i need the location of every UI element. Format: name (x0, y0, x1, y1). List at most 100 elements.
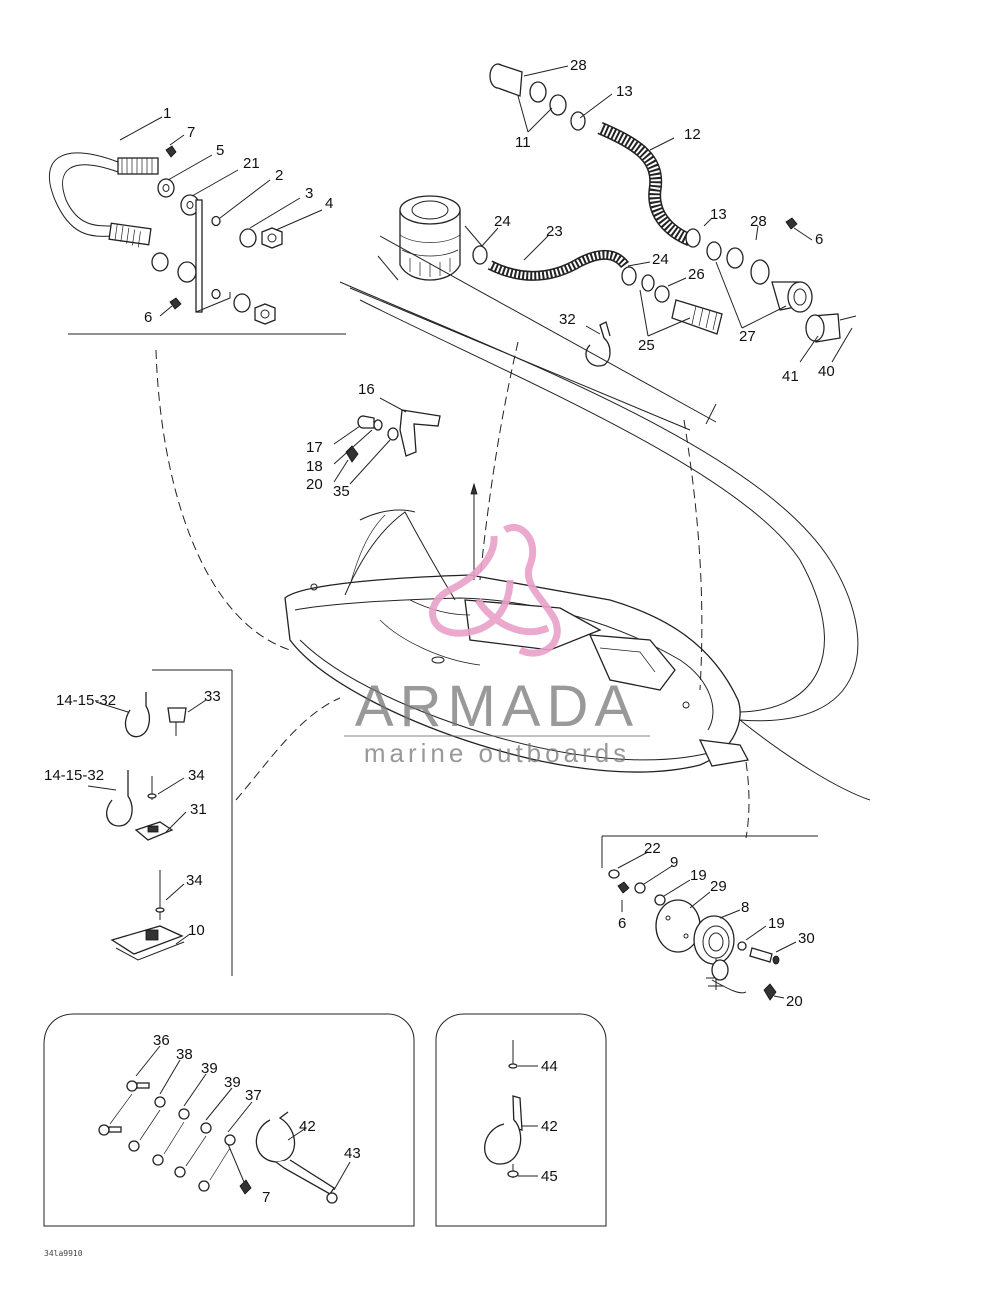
clamp-32 (585, 321, 611, 367)
callout-42: 42 (299, 1118, 316, 1135)
callout-39b: 39 (224, 1074, 241, 1091)
callout-39: 39 (201, 1060, 218, 1077)
clamp-13-top (570, 111, 586, 131)
callout-19b: 19 (768, 915, 785, 932)
callout-18: 18 (306, 458, 323, 475)
callout-labels: 1 7 5 21 2 3 4 6 28 13 11 12 13 28 6 24 … (44, 57, 835, 1258)
callout-6: 6 (144, 309, 152, 326)
clamps-and-ties-group (87, 669, 233, 976)
bilge-hose-assembly (49, 116, 346, 335)
callout-5: 5 (216, 142, 224, 159)
callout-23: 23 (546, 223, 563, 240)
callout-35: 35 (333, 483, 350, 500)
callout-44: 44 (541, 1058, 558, 1075)
callout-43: 43 (344, 1145, 361, 1162)
clamp-42-a (255, 1111, 296, 1163)
callout-34b: 34 (186, 872, 203, 889)
clip-7-b (239, 1179, 252, 1195)
inset-tie-clamp (435, 1013, 607, 1227)
callout-2: 2 (275, 167, 283, 184)
drain-plug-assembly (601, 835, 818, 1001)
watermark-tagline: marine outboards (364, 738, 630, 768)
clamp-24-left (472, 245, 488, 265)
inset-clamp-bolts (43, 1013, 415, 1227)
screw-18 (373, 419, 383, 431)
callout-16: 16 (358, 381, 375, 398)
callout-38: 38 (176, 1046, 193, 1063)
callout-25: 25 (638, 337, 655, 354)
callout-14-15-32: 14-15-32 (56, 692, 116, 709)
housing-8 (693, 915, 735, 965)
callout-10: 10 (188, 922, 205, 939)
callout-7b: 7 (262, 1189, 270, 1206)
callout-21: 21 (243, 155, 260, 172)
callout-37: 37 (245, 1087, 262, 1104)
nut-4 (261, 227, 283, 249)
callout-19: 19 (690, 867, 707, 884)
callout-20b: 20 (786, 993, 803, 1010)
clamp-24-right (621, 266, 637, 286)
hose-fitting-lower (108, 222, 152, 246)
clamp-13-right (706, 241, 722, 261)
callout-41: 41 (782, 368, 799, 385)
nut-43 (326, 1192, 338, 1204)
callout-32: 32 (559, 311, 576, 328)
callout-6c: 6 (618, 915, 626, 932)
washer-28-right (750, 259, 770, 285)
washer-28-top (529, 81, 547, 103)
callout-24b: 24 (652, 251, 669, 268)
clip-6 (169, 297, 182, 310)
clamp-42-b (484, 1119, 522, 1165)
callout-34: 34 (188, 767, 205, 784)
nut-6 (617, 881, 630, 894)
callout-24: 24 (494, 213, 511, 230)
callout-36: 36 (153, 1032, 170, 1049)
bracket-16 (399, 409, 441, 457)
washer-19-b (737, 941, 747, 951)
pump-and-drain-hose (349, 63, 857, 431)
washer-5 (157, 178, 175, 198)
clip-33 (167, 707, 187, 723)
callout-6b: 6 (815, 231, 823, 248)
nut-20-b (763, 983, 777, 1001)
callout-13: 13 (616, 83, 633, 100)
callout-33: 33 (204, 688, 221, 705)
washer-26 (654, 285, 670, 303)
drawing-code: 34la9910 (44, 1249, 83, 1258)
washer-19-a (654, 894, 666, 906)
callout-11: 11 (515, 134, 531, 151)
callout-20: 20 (306, 476, 323, 493)
callout-28b: 28 (750, 213, 767, 230)
callout-14-15-32b: 14-15-32 (44, 767, 104, 784)
washer-3 (239, 228, 257, 248)
callout-7: 7 (187, 124, 195, 141)
callout-8: 8 (741, 899, 749, 916)
callout-28: 28 (570, 57, 587, 74)
bilge-pump (399, 210, 461, 281)
watermark: ARMADA marine outboards (344, 524, 650, 768)
washer-9 (634, 882, 646, 894)
callout-9: 9 (670, 854, 678, 871)
callout-31: 31 (190, 801, 207, 818)
callout-3: 3 (305, 185, 313, 202)
callout-26: 26 (688, 266, 705, 283)
callout-22: 22 (644, 840, 661, 857)
callout-30: 30 (798, 930, 815, 947)
callout-42b: 42 (541, 1118, 558, 1135)
callout-17: 17 (306, 439, 323, 456)
callout-13b: 13 (710, 206, 727, 223)
armada-logo-icon (429, 524, 561, 657)
bracket-21 (195, 199, 203, 313)
callout-12: 12 (684, 126, 701, 143)
callout-4: 4 (325, 195, 333, 212)
gasket-29 (655, 899, 701, 953)
callout-40: 40 (818, 363, 835, 380)
hose-fitting-upper (117, 157, 159, 175)
construction-lines (155, 281, 871, 839)
callout-45: 45 (541, 1168, 558, 1185)
drain-plug (711, 959, 729, 981)
watermark-brand: ARMADA (355, 674, 639, 739)
callout-1: 1 (163, 105, 171, 122)
